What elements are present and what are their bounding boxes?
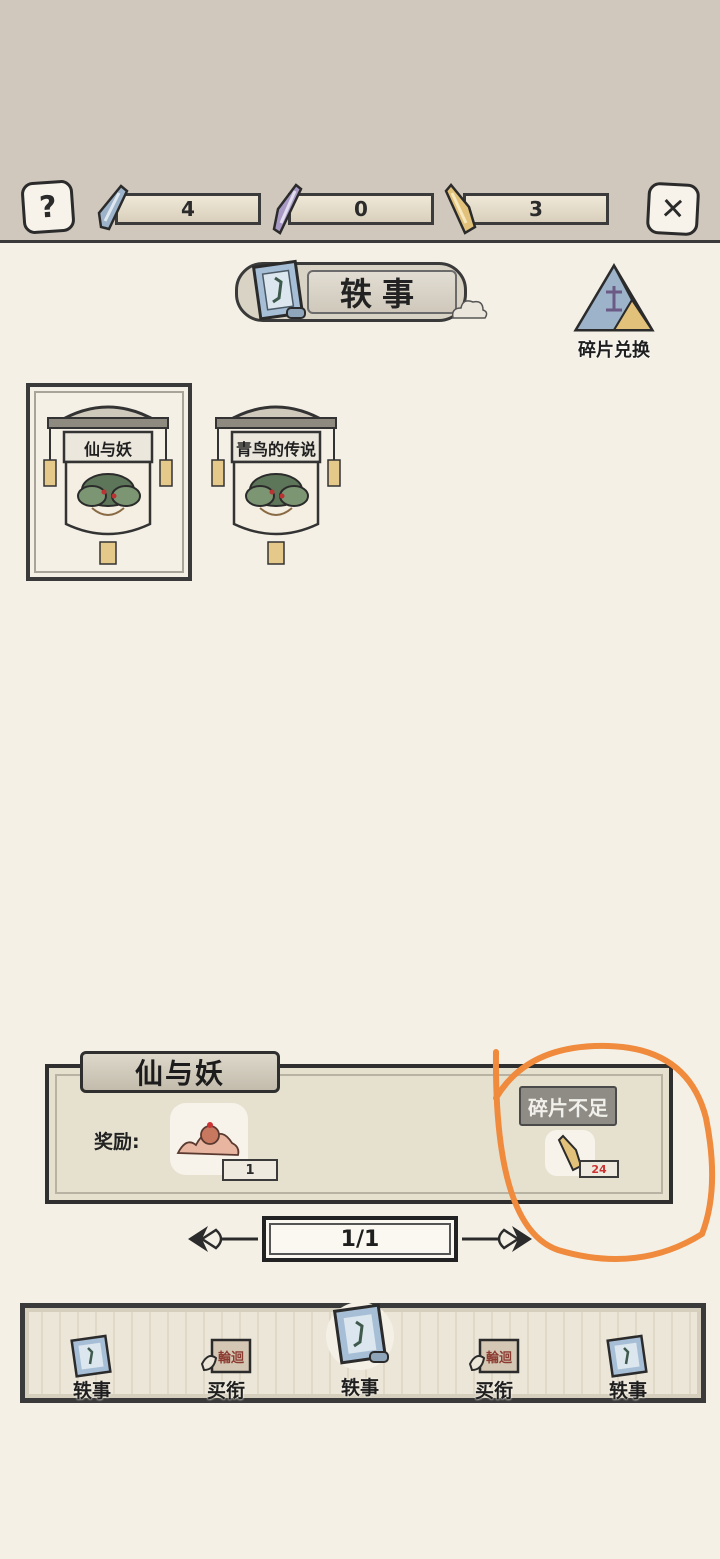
question-mark-icon: ?	[38, 188, 58, 226]
nav-item-label: 买衔	[206, 1380, 245, 1402]
nav-item-label: 轶事	[340, 1377, 379, 1399]
close-x-icon: ✕	[659, 190, 687, 228]
reward-label: 奖励:	[94, 1131, 140, 1153]
next-page-arrow-icon[interactable]	[462, 1222, 534, 1256]
page-indicator: 1/1	[262, 1216, 458, 1262]
page-title: 轶事	[307, 270, 457, 314]
mountain-scene-icon	[176, 1122, 240, 1156]
nav-item-buy-rank-1[interactable]: 輪迴 买衔	[186, 1306, 266, 1402]
blue-shard-icon	[97, 184, 129, 231]
reward-count: 1	[222, 1159, 278, 1181]
scroll-icon	[70, 1334, 112, 1378]
scroll-icon	[326, 1302, 394, 1370]
resource-value-bar: 4	[115, 193, 261, 225]
resource-count: 3	[529, 197, 543, 221]
cloud-ornament-icon	[451, 300, 488, 319]
lantern-icon	[43, 405, 173, 565]
nav-item-label: 轶事	[608, 1380, 647, 1402]
nav-item-buy-rank-2[interactable]: 輪迴 买衔	[454, 1306, 534, 1402]
cost-count: 24	[579, 1160, 619, 1178]
reincarnation-seal-icon: 輪迴	[200, 1338, 252, 1374]
insufficient-shards-button[interactable]: 碎片不足	[519, 1086, 617, 1126]
exchange-label: 碎片兑换	[578, 340, 650, 361]
prev-page-arrow-icon[interactable]	[186, 1222, 258, 1256]
resource-count: 4	[181, 197, 195, 221]
scroll-icon	[251, 259, 306, 321]
reincarnation-seal-icon: 輪迴	[468, 1338, 520, 1374]
selected-story-frame	[26, 383, 192, 581]
resource-value-bar: 3	[463, 193, 609, 225]
story-label: 仙与妖	[83, 440, 132, 459]
nav-item-anecdote-active[interactable]: 轶事	[320, 1300, 400, 1399]
close-button[interactable]: ✕	[645, 181, 701, 237]
gold-shard-icon	[444, 183, 477, 235]
story-card-qing-niao[interactable]: 青鸟的传说	[206, 392, 346, 582]
lantern-icon	[211, 405, 341, 565]
nav-item-anecdote-2[interactable]: 轶事	[588, 1306, 668, 1402]
story-card-xian-yu-yao[interactable]: 仙与妖	[38, 392, 178, 582]
tri-shard-icon	[573, 263, 655, 332]
nav-item-anecdote-1[interactable]: 轶事	[52, 1306, 132, 1402]
nav-item-label: 买衔	[474, 1380, 513, 1402]
nav-item-label: 轶事	[72, 1380, 111, 1402]
resource-value-bar: 0	[288, 193, 434, 225]
story-detail-title: 仙与妖	[80, 1051, 280, 1093]
help-button[interactable]: ?	[20, 179, 76, 235]
resource-count: 0	[354, 197, 368, 221]
scroll-icon	[606, 1334, 648, 1378]
seal-text: 輪迴	[218, 1350, 245, 1366]
story-label: 青鸟的传说	[235, 440, 316, 459]
top-bar: ? 4 0 3 ✕	[0, 178, 720, 240]
page-title-plaque: 轶事	[235, 258, 488, 326]
purple-shard-icon	[272, 183, 303, 235]
shard-exchange-button[interactable]: 碎片兑换	[566, 262, 662, 362]
seal-text: 輪迴	[486, 1350, 513, 1366]
